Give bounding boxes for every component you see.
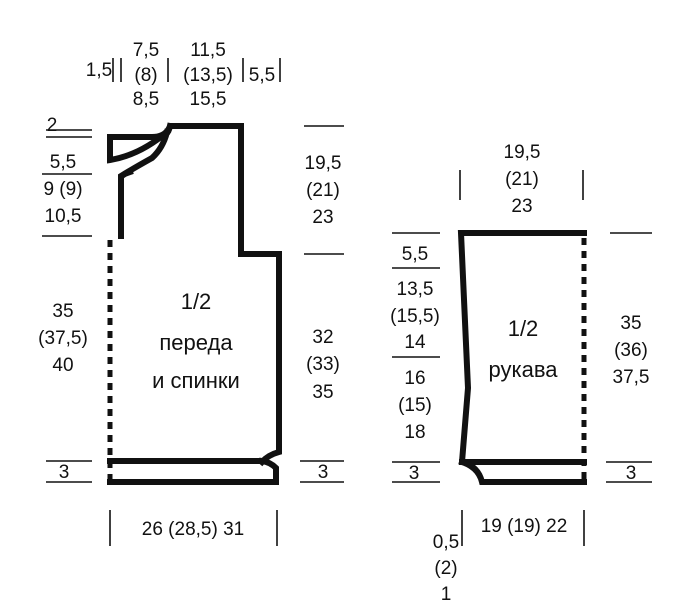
- dim-sleeve-left-band: 3: [409, 463, 420, 484]
- dim-armhole-3: 23: [312, 207, 333, 228]
- dim-right-body-3: 35: [312, 382, 333, 403]
- dim-sleeve-left-a3: (15,5): [390, 306, 440, 327]
- dim-right-body-1: 32: [312, 327, 333, 348]
- dim-5-5: 5,5: [249, 65, 275, 86]
- dim-sleeve-bottom: 19 (19) 22: [481, 516, 568, 537]
- dim-left-2: 2: [47, 115, 58, 136]
- dim-sleeve-left-a4: 14: [404, 332, 426, 353]
- dim-neck-3: 8,5: [133, 89, 159, 110]
- band-bottom-line: [107, 457, 279, 485]
- sleeve-outline: [457, 230, 587, 466]
- sleeve-top-dimension: 19,5 (21) 23: [459, 142, 584, 217]
- dim-sleeve-right-1: 35: [620, 313, 641, 334]
- dim-sleeve-offset-2: (2): [434, 558, 457, 579]
- front-left-dimensions: 2 5,5 9 (9) 10,5 35 (37,5) 40 3: [38, 115, 92, 483]
- sleeve-title: 1/2 рукава: [488, 316, 558, 382]
- dim-armhole-1: 19,5: [305, 153, 342, 174]
- sleeve-title-2: рукава: [488, 357, 558, 382]
- dim-left-band: 3: [59, 462, 70, 483]
- front-bottom-dimension: 26 (28,5) 31: [109, 510, 278, 546]
- dim-sleeve-left-b1: 16: [404, 368, 425, 389]
- sleeve-piece: [457, 230, 587, 485]
- dim-sleeve-left-a2: 13,5: [397, 279, 434, 300]
- dim-sleeve-top-3: 23: [511, 196, 532, 217]
- dim-sleeve-left-b2: (15): [398, 395, 432, 416]
- front-back-piece: [107, 122, 282, 485]
- dim-sleeve-top-1: 19,5: [504, 142, 541, 163]
- dim-sleeve-right-3: 37,5: [613, 367, 650, 388]
- front-right-dimensions: 19,5 (21) 23 32 (33) 35 3: [300, 125, 344, 483]
- dim-sleeve-top-2: (21): [505, 169, 539, 190]
- sleeve-bottom-dimension: 19 (19) 22 0,5 (2) 1: [433, 510, 585, 605]
- dim-1-5: 1,5: [86, 60, 112, 81]
- dim-left-body-3: 40: [52, 355, 73, 376]
- dim-armhole-2: (21): [306, 180, 340, 201]
- dim-shoulder-2: (13,5): [183, 65, 233, 86]
- dim-sleeve-left-b3: 18: [404, 422, 425, 443]
- dim-sleeve-right-2: (36): [614, 340, 648, 361]
- front-top-dimensions: 1,5 7,5 (8) 8,5 11,5 (13,5) 15,5 5,5: [86, 40, 281, 110]
- dim-shoulder-3: 15,5: [190, 89, 227, 110]
- dim-right-band: 3: [318, 462, 329, 483]
- dim-bottom-width: 26 (28,5) 31: [142, 519, 244, 540]
- dim-left-neck-3: 10,5: [45, 206, 82, 227]
- dim-left-body-1: 35: [52, 301, 73, 322]
- dim-sleeve-offset-1: 0,5: [433, 532, 459, 553]
- sleeve-left-dimensions: 5,5 13,5 (15,5) 14 16 (15) 18 3: [390, 232, 440, 484]
- dim-sleeve-right-band: 3: [626, 463, 637, 484]
- front-title-2: переда: [159, 330, 233, 355]
- sleeve-title-1: 1/2: [508, 316, 539, 341]
- dim-sleeve-offset-3: 1: [441, 584, 452, 605]
- dim-left-neck-2: 9 (9): [43, 179, 82, 200]
- dim-neck-2: (8): [134, 65, 157, 86]
- front-title-3: и спинки: [152, 368, 240, 393]
- sleeve-band-bottom: [458, 458, 587, 485]
- dim-sleeve-left-a1: 5,5: [402, 244, 428, 265]
- front-title-1: 1/2: [181, 289, 212, 314]
- dim-neck-1: 7,5: [133, 40, 159, 61]
- front-title: 1/2 переда и спинки: [152, 289, 240, 393]
- sleeve-right-dimensions: 35 (36) 37,5 3: [606, 232, 652, 484]
- dim-left-body-2: (37,5): [38, 328, 88, 349]
- dim-shoulder-1: 11,5: [190, 40, 226, 61]
- dim-right-body-2: (33): [306, 354, 340, 375]
- dim-left-neck-1: 5,5: [50, 152, 76, 173]
- neck-shape: [107, 122, 174, 239]
